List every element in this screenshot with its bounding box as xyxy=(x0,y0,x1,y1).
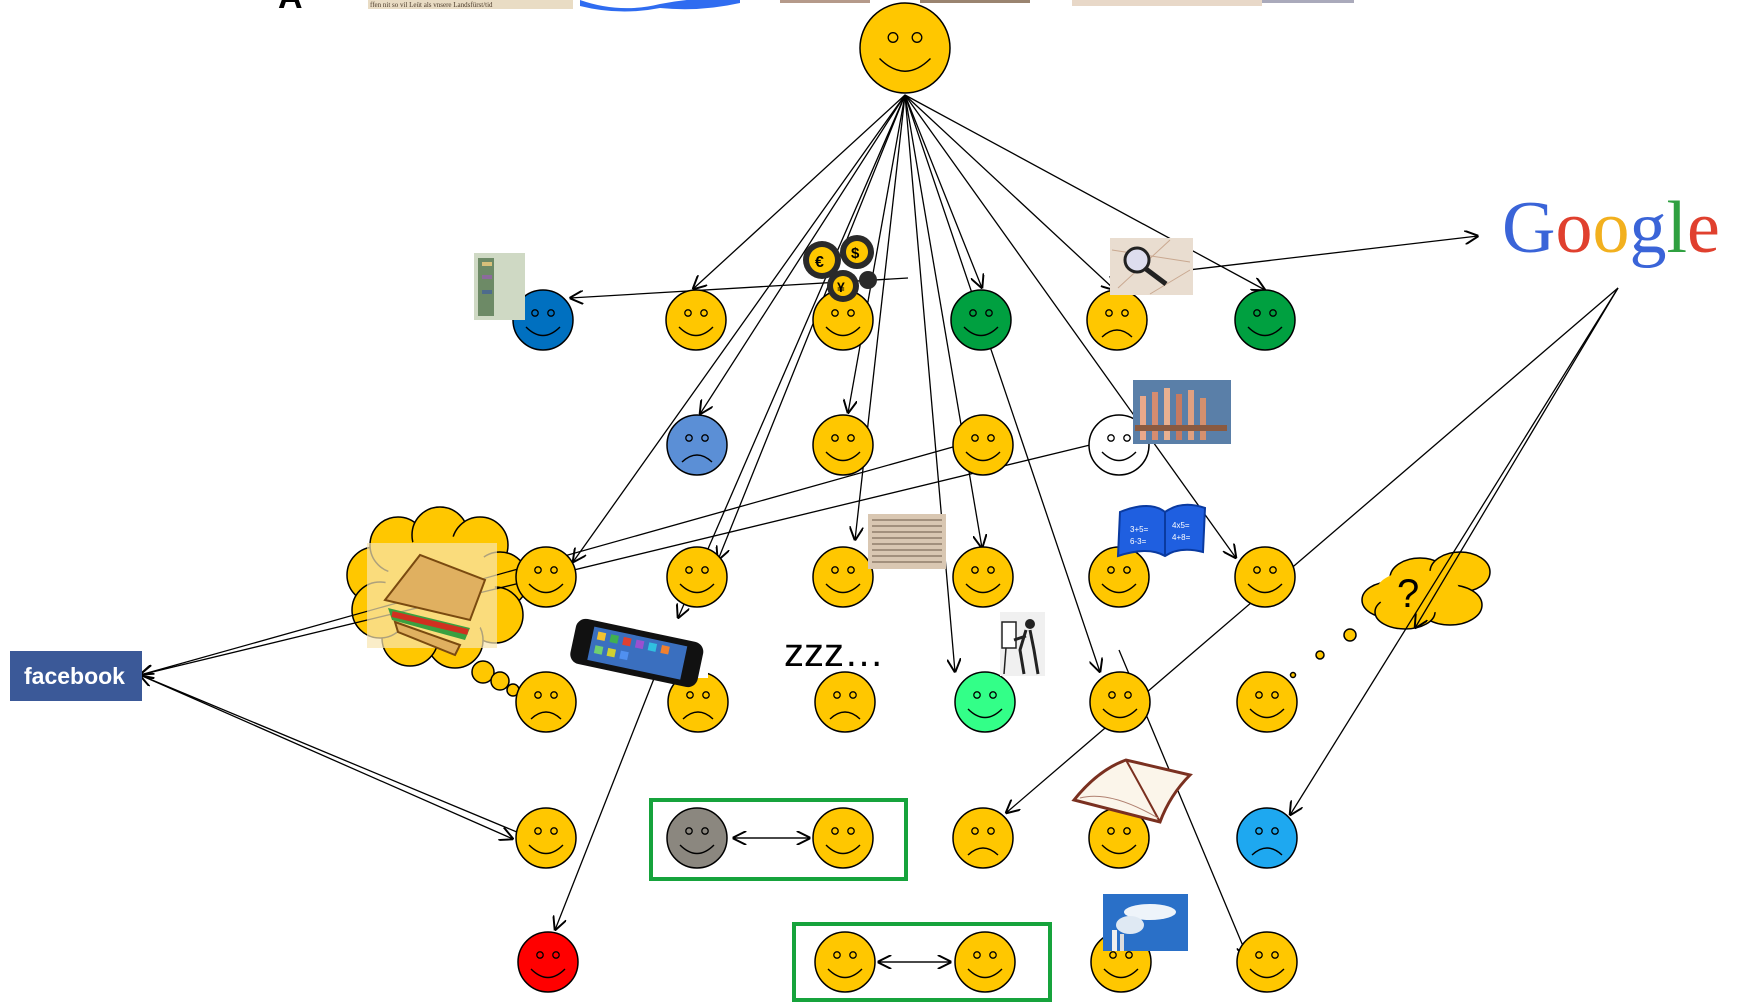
google-letter-e: e xyxy=(1687,187,1720,269)
edge-arrow xyxy=(1290,288,1618,815)
svg-text:€: € xyxy=(815,254,824,271)
google-logo[interactable]: Google xyxy=(1502,187,1720,269)
edge-arrow xyxy=(905,95,1265,290)
svg-text:4x5=: 4x5= xyxy=(1172,521,1190,530)
person-node-r4a-sad xyxy=(516,672,576,732)
newspaper-icon xyxy=(868,514,946,569)
person-node-r6a-happy xyxy=(518,932,578,992)
person-node-r1d-happy xyxy=(951,290,1011,350)
sleep-label: zzz… xyxy=(784,631,884,675)
person-node-r4c-sad xyxy=(815,672,875,732)
edge-arrow xyxy=(140,675,513,839)
person-node-r1f-happy xyxy=(1235,290,1295,350)
svg-text:¥: ¥ xyxy=(837,279,845,295)
person-node-r5d-sad xyxy=(953,808,1013,868)
math-book-icon: 3+5= 6-3= 4x5= 4+8= xyxy=(1118,505,1205,556)
edge-arrow xyxy=(905,95,955,672)
person-node-r3d-happy xyxy=(953,547,1013,607)
person-node-r1e-sad xyxy=(1087,290,1147,350)
google-letter-o2: o xyxy=(1592,187,1629,269)
open-book-icon xyxy=(1074,760,1190,822)
svg-text:$: $ xyxy=(851,245,860,262)
blue-swoosh-icon xyxy=(580,0,740,12)
person-node-r5c-happy xyxy=(813,808,873,868)
factory-smoke-icon xyxy=(1103,894,1188,951)
smartphone-icon xyxy=(568,617,708,689)
person-node-r5a-happy xyxy=(516,808,576,868)
person-node-top-happy xyxy=(860,3,950,93)
person-node-r6e-happy xyxy=(1237,932,1297,992)
person-node-r3a-happy xyxy=(516,547,576,607)
bookshelf-icon xyxy=(474,253,525,320)
person-node-r5b-happy xyxy=(667,808,727,868)
header-letter: A xyxy=(278,0,303,16)
question-mark: ? xyxy=(1397,572,1419,616)
magnifier-map-icon xyxy=(1110,238,1193,295)
facebook-text: facebook xyxy=(24,663,125,689)
question-cloud-icon xyxy=(1291,552,1491,678)
edge-arrow xyxy=(905,95,1115,290)
google-letter-g1: G xyxy=(1502,187,1555,269)
edge-arrow xyxy=(140,675,560,850)
edge-arrow xyxy=(1415,288,1618,628)
person-node-r6b-happy xyxy=(815,932,875,992)
painter-icon xyxy=(1000,612,1045,676)
facebook-logo[interactable]: facebook xyxy=(10,651,142,701)
google-letter-o1: o xyxy=(1555,187,1592,269)
svg-text:6-3=: 6-3= xyxy=(1130,537,1147,546)
photo-strip-b xyxy=(920,0,1030,3)
person-node-r2b-happy xyxy=(813,415,873,475)
svg-text:3+5=: 3+5= xyxy=(1130,525,1149,534)
google-letter-l: l xyxy=(1666,187,1687,269)
edge-arrow xyxy=(718,95,905,560)
map-strip xyxy=(1072,0,1262,6)
person-node-r3f-happy xyxy=(1235,547,1295,607)
person-node-r2a-sad xyxy=(667,415,727,475)
person-node-r4d-happy xyxy=(955,672,1015,732)
edge-arrow xyxy=(905,95,982,288)
person-node-r4f-happy xyxy=(1237,672,1297,732)
person-node-r5f-sad xyxy=(1237,808,1297,868)
google-letter-g2: g xyxy=(1629,187,1666,269)
edge-arrow xyxy=(1006,288,1618,813)
person-node-r3c-happy xyxy=(813,547,873,607)
photo-strip-a xyxy=(780,0,870,3)
google-text: Google xyxy=(1502,187,1720,269)
old-print-text: ffen nit so vil Leüt als vnsere Landsfür… xyxy=(370,1,493,9)
person-node-r6c-happy xyxy=(955,932,1015,992)
photo-strip-c xyxy=(1262,0,1354,3)
svg-text:4+8=: 4+8= xyxy=(1172,533,1191,542)
person-node-r1b-happy xyxy=(666,290,726,350)
person-node-r4e-happy xyxy=(1090,672,1150,732)
sandwich-thought-icon xyxy=(367,543,497,655)
test-tubes-icon xyxy=(1133,380,1231,444)
top-image-strip: A ffen nit so vil Leüt als vnsere Landsf… xyxy=(278,0,1354,16)
person-node-r2c-happy xyxy=(953,415,1013,475)
person-node-r3b-happy xyxy=(667,547,727,607)
